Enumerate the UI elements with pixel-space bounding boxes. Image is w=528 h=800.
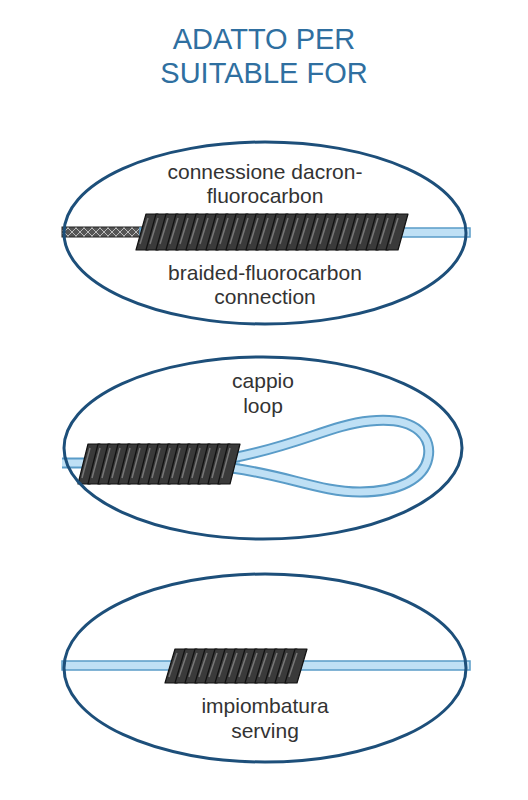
panel-label: impiombatura	[155, 694, 375, 718]
panel-label: cappio	[163, 369, 363, 393]
panel-label: braided-fluorocarbon connection	[145, 261, 385, 309]
title: ADATTO PER SUITABLE FOR	[144, 22, 384, 90]
panel-label: serving	[155, 719, 375, 743]
ellipse-panel: impiombaturaserving	[62, 572, 468, 764]
panel-label: loop	[163, 394, 363, 418]
loop-line	[232, 420, 429, 492]
braided-line	[62, 227, 152, 237]
ellipse-panel: cappioloop	[62, 355, 464, 541]
serving-wraps	[165, 649, 307, 683]
ellipse-panel: connessione dacron-fluorocarbon braided-f…	[62, 140, 468, 326]
serving-wraps	[136, 214, 408, 250]
serving-wraps	[78, 444, 240, 484]
panel-label: connessione dacron-fluorocarbon	[145, 160, 385, 208]
